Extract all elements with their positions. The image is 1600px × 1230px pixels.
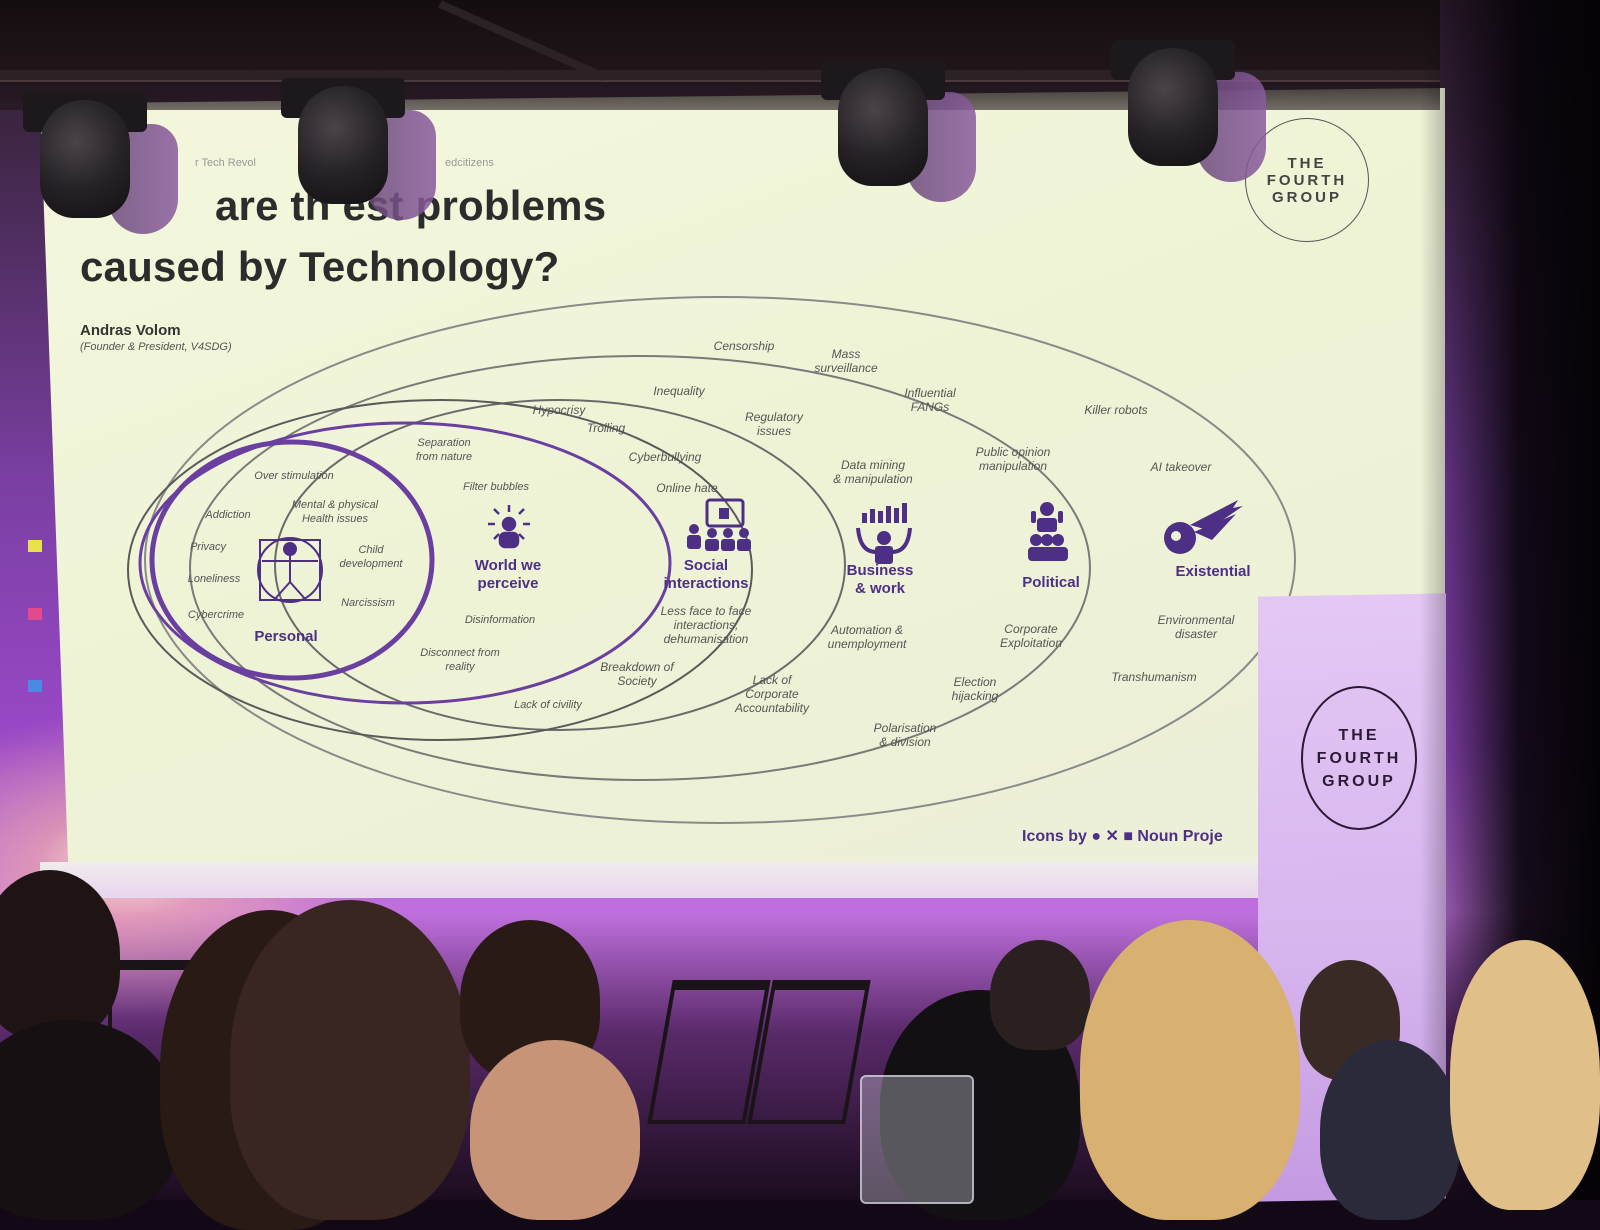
banner-logo-line-2: FOURTH xyxy=(1316,749,1402,767)
problem-label: Disconnect from reality xyxy=(420,647,500,673)
water-jug xyxy=(860,1075,974,1204)
problem-label: Over stimulation xyxy=(254,470,334,482)
problem-label: Lack of civility xyxy=(514,699,582,711)
problem-label: Environmental disaster xyxy=(1157,613,1235,641)
problem-label: Election hijacking xyxy=(951,675,999,703)
problem-label: AI takeover xyxy=(1150,460,1212,474)
banner-logo-line-3: GROUP xyxy=(1322,772,1396,790)
problem-label: Public opinion manipulation xyxy=(975,445,1051,473)
side-tab xyxy=(28,608,42,620)
slide-breadcrumb-right: edcitizens xyxy=(445,157,494,169)
audience-like-icon xyxy=(687,498,751,551)
slide-logo-line-2: FOURTH xyxy=(1266,171,1348,189)
audience-head xyxy=(1080,920,1300,1220)
slide-breadcrumb-left: r Tech Revol xyxy=(195,157,256,169)
business-chart-icon xyxy=(856,503,912,564)
audience-head xyxy=(1450,940,1600,1210)
problem-label: Automation & unemployment xyxy=(827,623,907,651)
problem-label: Child development xyxy=(339,544,403,570)
ellipse-social xyxy=(127,399,753,741)
audience-body xyxy=(470,1040,640,1220)
slide-bottom-edge xyxy=(40,862,1350,898)
problem-label: Separation from nature xyxy=(415,437,473,463)
category-world-we-perceive: World we perceive xyxy=(474,557,542,592)
problem-label: Breakdown of Society xyxy=(600,660,674,688)
problem-label: Killer robots xyxy=(1084,403,1148,417)
presentation-slide xyxy=(40,88,1445,870)
ellipse-political xyxy=(189,355,1091,781)
perception-icon xyxy=(488,505,530,549)
problem-label: Loneliness xyxy=(187,573,241,585)
problem-label: Polarisation & division xyxy=(873,721,937,749)
problem-label: Influential FANGs xyxy=(904,386,956,414)
audience-head xyxy=(990,940,1090,1050)
icons-credit: Icons by ● ✕ ■ Noun Proje xyxy=(1022,828,1223,845)
banner-logo-line-1: THE xyxy=(1338,726,1380,744)
problem-label: Transhumanism xyxy=(1111,670,1197,684)
category-existential: Existential xyxy=(1175,563,1251,580)
slide-logo: THE FOURTH GROUP xyxy=(1245,118,1369,242)
slide-logo-line-1: THE xyxy=(1287,154,1327,172)
vitruvian-man-icon xyxy=(257,537,323,603)
problem-label: Cyberbullying xyxy=(628,450,702,464)
problem-label: Censorship xyxy=(713,339,775,353)
category-personal: Personal xyxy=(254,628,318,645)
speaker-role: (Founder & President, V4SDG) xyxy=(80,341,232,353)
problem-label: Addiction xyxy=(205,509,251,521)
side-tab xyxy=(28,540,42,552)
meteor-icon xyxy=(1164,500,1243,554)
stage-light-head xyxy=(838,68,928,186)
category-political: Political xyxy=(1022,574,1080,591)
problem-label: Filter bubbles xyxy=(462,481,530,493)
stage-light-head xyxy=(40,100,130,218)
side-tab xyxy=(28,680,42,692)
problem-label: Mass surveillance xyxy=(814,347,878,375)
audience-head xyxy=(230,900,470,1220)
problem-label: Inequality xyxy=(653,384,705,398)
ellipse-world xyxy=(138,421,672,705)
stage-light-head xyxy=(1128,48,1218,166)
problem-label: Less face to face interactions, dehumani… xyxy=(660,604,752,646)
problem-label: Narcissism xyxy=(341,597,395,609)
category-social-interactions: Social interactions xyxy=(663,557,749,592)
slide-title-line-2: caused by Technology? xyxy=(80,243,560,290)
audience-head xyxy=(0,870,120,1040)
category-business-work: Business & work xyxy=(846,562,914,597)
audience-body xyxy=(1320,1040,1460,1220)
problem-label: Online hate xyxy=(656,481,718,495)
ellipse-existential xyxy=(144,296,1296,824)
problem-label: Trolling xyxy=(586,421,626,435)
problem-label: Mental & physical Health issues xyxy=(291,499,379,525)
problem-label: Hypocrisy xyxy=(532,403,586,417)
problem-label: Disinformation xyxy=(464,614,536,626)
political-rally-icon xyxy=(1028,502,1068,561)
speaker-name: Andras Volom xyxy=(80,322,181,339)
problem-label: Privacy xyxy=(189,541,227,553)
ellipse-business xyxy=(274,399,846,731)
slide-logo-line-3: GROUP xyxy=(1271,188,1342,206)
nested-ellipse-diagram xyxy=(127,296,1296,824)
audience-body xyxy=(0,1020,180,1220)
problem-label: Regulatory issues xyxy=(744,410,804,438)
problem-label: Data mining & manipulation xyxy=(833,458,913,486)
ellipse-personal xyxy=(149,439,435,681)
banner-logo: THE FOURTH GROUP xyxy=(1301,686,1417,830)
problem-label: Corporate Exploitation xyxy=(999,622,1063,650)
stage-light-head xyxy=(298,86,388,204)
problem-label: Cybercrime xyxy=(187,609,245,621)
problem-label: Lack of Corporate Accountability xyxy=(734,673,810,715)
